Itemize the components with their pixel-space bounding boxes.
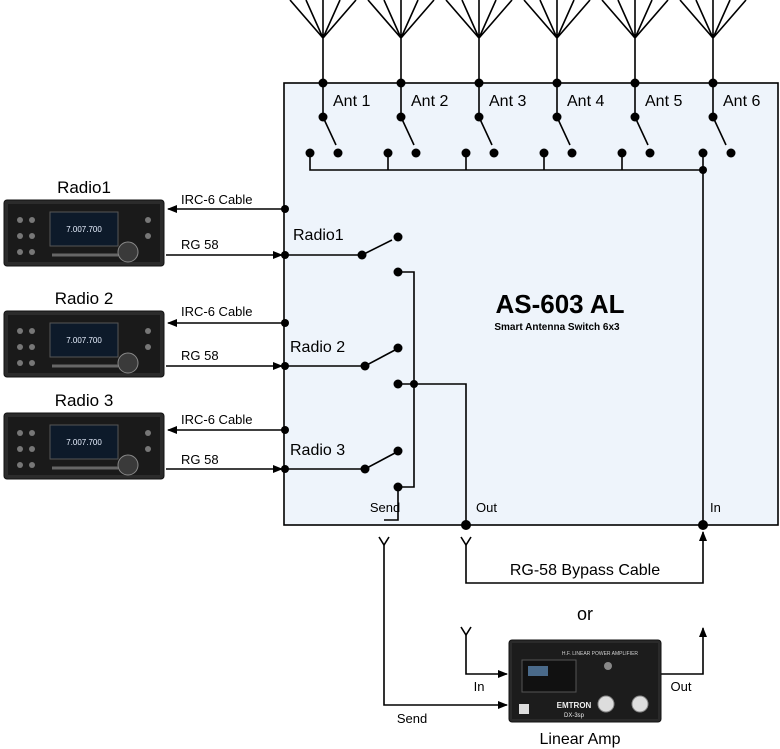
radio-2-rf-cable: RG 58	[181, 348, 219, 363]
antenna-label-4: Ant 4	[567, 93, 604, 110]
switch-model-title: AS-603 AL	[495, 289, 624, 319]
amp-in-line: In	[460, 626, 508, 694]
bypass-cable-label: RG-58 Bypass Cable	[510, 562, 660, 579]
linear-amp-icon: H.F. LINEAR POWER AMPLIFIER EMTRON DX-3s…	[508, 639, 662, 723]
port-send-label: Send	[370, 500, 400, 515]
radio-2-control-cable: IRC-6 Cable	[181, 304, 253, 319]
radio-switches	[281, 232, 467, 525]
send-line: Send	[378, 536, 508, 726]
amp-out-line: Out	[661, 627, 707, 694]
amp-brand: EMTRON	[557, 701, 592, 710]
amp-in-label: In	[474, 679, 485, 694]
radio-3-icon: 7.007.700	[3, 412, 165, 480]
antenna-label-2: Ant 2	[411, 93, 448, 110]
port-in-label: In	[710, 500, 721, 515]
switch-box	[283, 82, 779, 526]
antenna-label-3: Ant 3	[489, 93, 526, 110]
radio-1-display: 7.007.700	[66, 225, 102, 234]
bypass-cable: RG-58 Bypass Cable	[460, 531, 707, 584]
radio-3: Radio 3 7.007.700 IRC-6 Cable RG 58	[3, 391, 289, 480]
radio-2-display: 7.007.700	[66, 336, 102, 345]
radio-1-icon: 7.007.700	[3, 199, 165, 267]
amp-out-label: Out	[671, 679, 692, 694]
radio-2: Radio 2 7.007.700 IRC-6 Cable RG 58	[3, 289, 289, 378]
radio-3-display: 7.007.700	[66, 438, 102, 447]
antenna-3-icon	[445, 0, 513, 80]
radio-1-rf-cable: RG 58	[181, 237, 219, 252]
radio-2-icon: 7.007.700	[3, 310, 165, 378]
antenna-label-6: Ant 6	[723, 93, 760, 110]
antenna-switches	[305, 78, 736, 525]
antenna-5-icon	[601, 0, 669, 80]
radio-2-title: Radio 2	[55, 289, 114, 308]
antenna-label-1: Ant 1	[333, 93, 370, 110]
radio-3-title: Radio 3	[55, 391, 114, 410]
antenna-label-5: Ant 5	[645, 93, 682, 110]
radio-1-control-cable: IRC-6 Cable	[181, 192, 253, 207]
switch-label-radio-3: Radio 3	[290, 442, 345, 459]
linear-amp-caption: Linear Amp	[540, 731, 621, 748]
radio-3-control-cable: IRC-6 Cable	[181, 412, 253, 427]
switch-model-subtitle: Smart Antenna Switch 6x3	[494, 322, 620, 333]
or-label: or	[577, 604, 593, 624]
antenna-6-icon	[679, 0, 747, 80]
port-out-label: Out	[476, 500, 497, 515]
radio-3-rf-cable: RG 58	[181, 452, 219, 467]
radio-1-title: Radio1	[57, 178, 111, 197]
antenna-2-icon	[367, 0, 435, 80]
switch-label-radio-1: Radio1	[293, 227, 344, 244]
amp-panel-text: H.F. LINEAR POWER AMPLIFIER	[562, 651, 639, 657]
antenna-1-icon	[289, 0, 357, 80]
amp-model: DX-3sp	[564, 713, 585, 719]
antenna-4-icon	[523, 0, 591, 80]
switch-label-radio-2: Radio 2	[290, 339, 345, 356]
antenna-row: Ant 1 Ant 2 Ant 3 Ant 4 Ant 5 Ant 6	[289, 0, 760, 525]
amp-send-label: Send	[397, 711, 427, 726]
radio-1: Radio1 7.007.700 IRC-6 Cable RG 58	[3, 178, 289, 267]
